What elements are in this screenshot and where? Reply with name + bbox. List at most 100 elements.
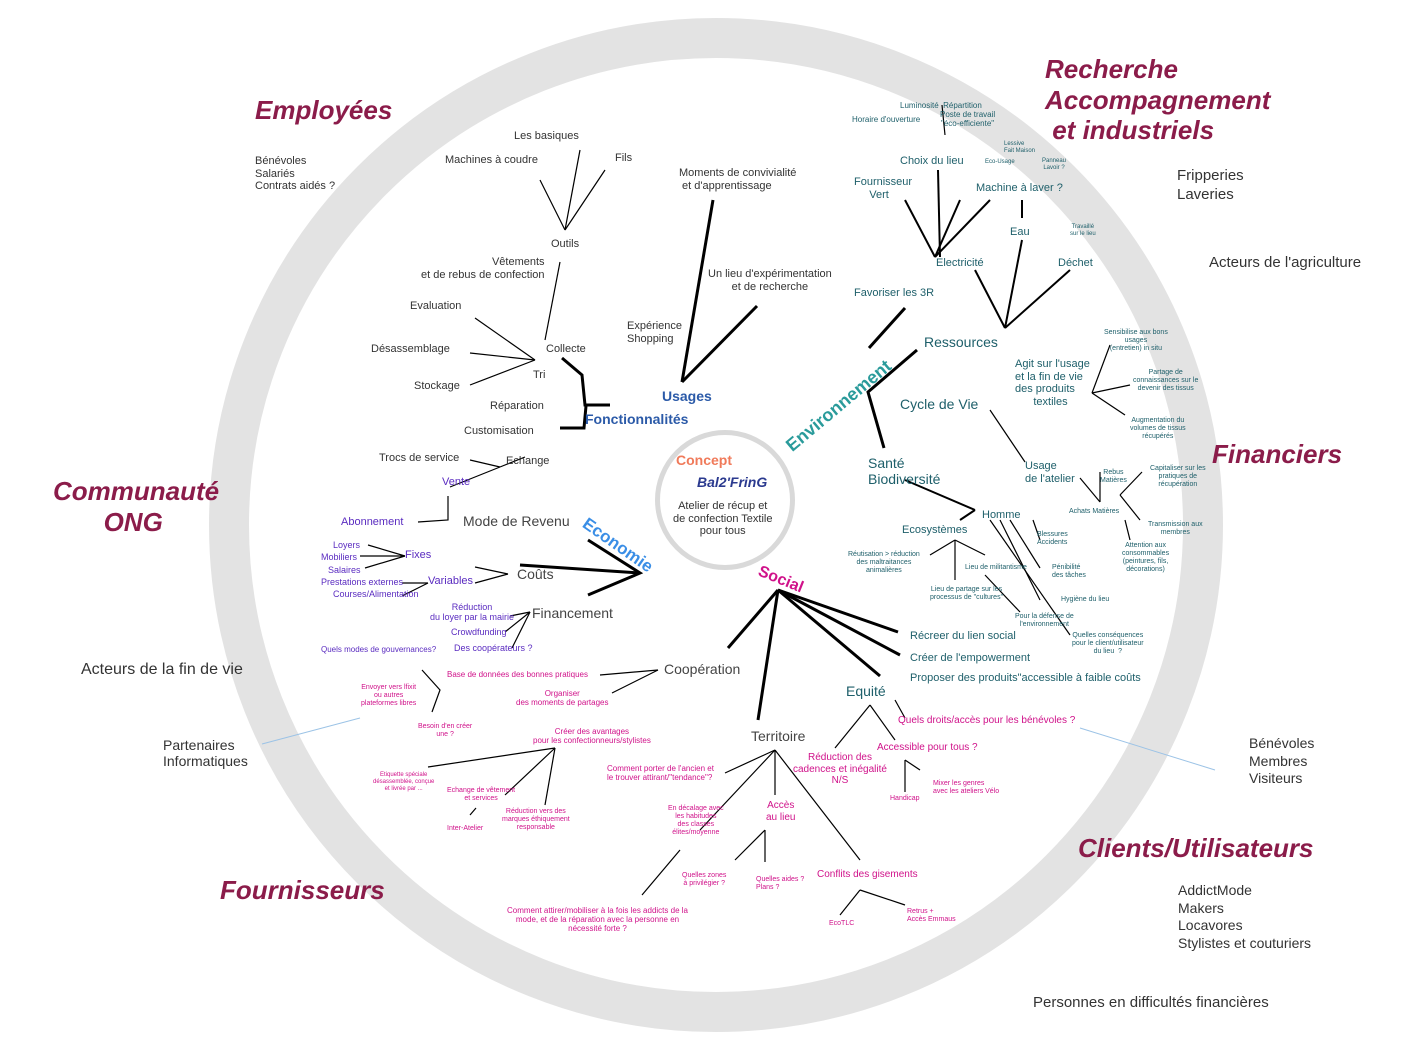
node-zones: Quelles zones à privilégier ? [682,872,727,888]
node-courses: Courses/Alimentation [333,589,419,599]
node-cooperation: Coopération [664,661,741,677]
node-prestations: Prestations externes [321,577,404,587]
concept-label: Concept [676,452,732,468]
node-droits: Quels droits/accès pour les bénévoles ? [898,715,1076,726]
node-ressources: Ressources [924,334,998,350]
node-etiquette: Etiquette spéciale désassemblée, conçue … [373,772,435,792]
node-eau: Eau [1010,226,1030,238]
node-basiques: Les basiques [514,130,579,142]
node-creer-avantages: Créer des avantages pour les confectionn… [533,727,651,746]
node-empowerment: Créer de l'empowerment [910,652,1031,664]
node-fixes: Fixes [405,549,432,561]
node-panneau: Panneau Lavoir ? [1042,158,1067,171]
stakeholder-research-title: Recherche Accompagnement et industriels [1045,54,1271,146]
node-handicap: Handicap [890,795,920,802]
node-rebus: Rebus Matières [1100,469,1127,485]
stakeholder-employees-title: Employées [255,95,393,125]
stakeholder-suppliers-title: Fournisseurs [220,875,385,905]
node-partage-cultures: Lieu de partage sur les processus de "cu… [930,586,1004,602]
node-conflits: Conflits des gisements [817,869,918,880]
node-augmentation: Augmentation du volumes de tissus récupé… [1130,417,1186,441]
stakeholder-employees-items: Bénévoles Salariés Contrats aidés ? [255,155,336,193]
node-ecosystemes: Ecosystèmes [902,524,968,536]
concept-center-circle [655,430,795,570]
node-machine: Machine à laver ? [976,182,1063,194]
node-accessible: Accessible pour tous ? [877,742,978,753]
node-gouvernance: Quels modes de gouvernances? [321,645,437,654]
node-crowdfunding: Crowdfunding [451,627,507,637]
node-luminosite: Luminosité Répartition [900,101,982,110]
node-mode-revenu: Mode de Revenu [463,513,570,529]
stakeholder-ring [209,18,1223,1032]
stakeholder-low-income: Personnes en difficultés financières [1033,994,1269,1011]
node-consequences: Quelles conséquences pour le client/util… [1072,632,1144,656]
node-choix-lieu: Choix du lieu [900,155,964,167]
node-capitaliser: Capitaliser sur les pratiques de récupér… [1150,465,1206,489]
branch-fonctionnalites: Fonctionnalités [585,411,689,427]
node-outils: Outils [551,238,580,250]
node-lieu-experimentation: Un lieu d'expérimentation et de recherch… [708,268,832,293]
node-cooperateurs: Des coopérateurs ? [454,643,533,653]
stakeholder-research-items: Fripperies Laveries [1177,167,1244,203]
node-echange: Echange [506,455,550,467]
node-sante: Santé Biodiversité [868,455,941,488]
node-echange-vetement: Echange de vêtement et services [447,787,516,803]
node-organiser: Organiser des moments de partages [516,689,609,708]
node-recreer: Récreer du lien social [910,630,1016,642]
node-reduction-loyer: Réduction du loyer par la mairie [430,602,515,623]
stakeholder-members: Bénévoles Membres Visiteurs [1249,735,1315,786]
node-collecte: Collecte [546,343,586,355]
node-poste: Poste de travail "éco-efficiente" [940,110,996,129]
stakeholder-it-partners: Partenaires Informatiques [163,737,248,770]
node-base-donnees: Base de données des bonnes pratiques [447,670,588,679]
node-tri: Tri [533,369,546,381]
node-partage: Partage de connaissances sur le devenir … [1133,369,1199,393]
node-lessive: Lessive Fait Maison [1004,141,1036,154]
node-penibilite: Pénibilité des tâches [1052,564,1086,580]
stakeholder-financiers-title: Financiers [1212,439,1343,469]
node-variables: Variables [428,575,474,587]
node-couts: Coûts [517,566,554,582]
branch-usages: Usages [662,388,712,404]
node-transmission: Transmission aux membres [1148,521,1203,537]
node-trocs: Trocs de service [379,452,460,464]
node-agit: Agit sur l'usage et la fin de vie des pr… [1015,358,1090,408]
node-moments: Moments de convivialité et d'apprentissa… [679,167,797,192]
node-abonnement: Abonnement [341,516,404,528]
node-desassemblage: Désassemblage [371,343,450,355]
node-dechet: Déchet [1058,257,1093,269]
node-equite: Equité [846,683,886,699]
node-cycle-vie: Cycle de Vie [900,396,979,412]
node-eco-usage: Eco-Usage [985,159,1015,165]
stakeholder-clients-items: AddictMode Makers Locavores Stylistes et… [1178,882,1312,951]
node-homme: Homme [982,509,1021,521]
node-militantisme: Lieu de militantisme [965,564,1027,571]
node-envoyer: Envoyer vers lfixit ou autres plateforme… [361,684,417,708]
node-comment-attirer: Comment attirer/mobiliser à la fois les … [507,906,688,934]
node-salaires: Salaires [328,565,361,575]
concept-description: Atelier de récup et de confection Textil… [673,500,773,538]
node-reparation: Réparation [490,400,544,412]
node-defense: Pour la défense de l'environnement [1015,613,1074,629]
node-machines: Machines à coudre [445,154,538,166]
stakeholder-clients-title: Clients/Utilisateurs [1078,833,1314,863]
node-achats: Achats Matières [1069,508,1120,515]
node-customisation: Customisation [464,425,534,437]
node-ecotlc: EcoTLC [829,920,855,927]
node-mixer: Mixer les genres avec les ateliers Vélo [933,780,1000,796]
node-besoin: Besoin d'en créer une ? [418,723,473,739]
node-financement: Financement [532,605,613,621]
node-horaire: Horaire d'ouverture [852,115,921,124]
node-favoriser: Favoriser les 3R [854,287,935,299]
node-mobiliers: Mobiliers [321,552,358,562]
node-loyers: Loyers [333,540,361,550]
node-evaluation: Evaluation [410,300,462,312]
node-travail: Travaillé sur le lieu [1070,224,1096,237]
stakeholder-agriculture: Acteurs de l'agriculture [1209,254,1362,271]
node-blessures: Blessures Accidents [1037,531,1068,547]
node-acces: Accès au lieu [766,800,796,823]
node-sensibilise: Sensibilise aux bons usages (entretien) … [1104,329,1168,353]
node-decalage: En décalage avec les habitudes des class… [668,805,724,837]
